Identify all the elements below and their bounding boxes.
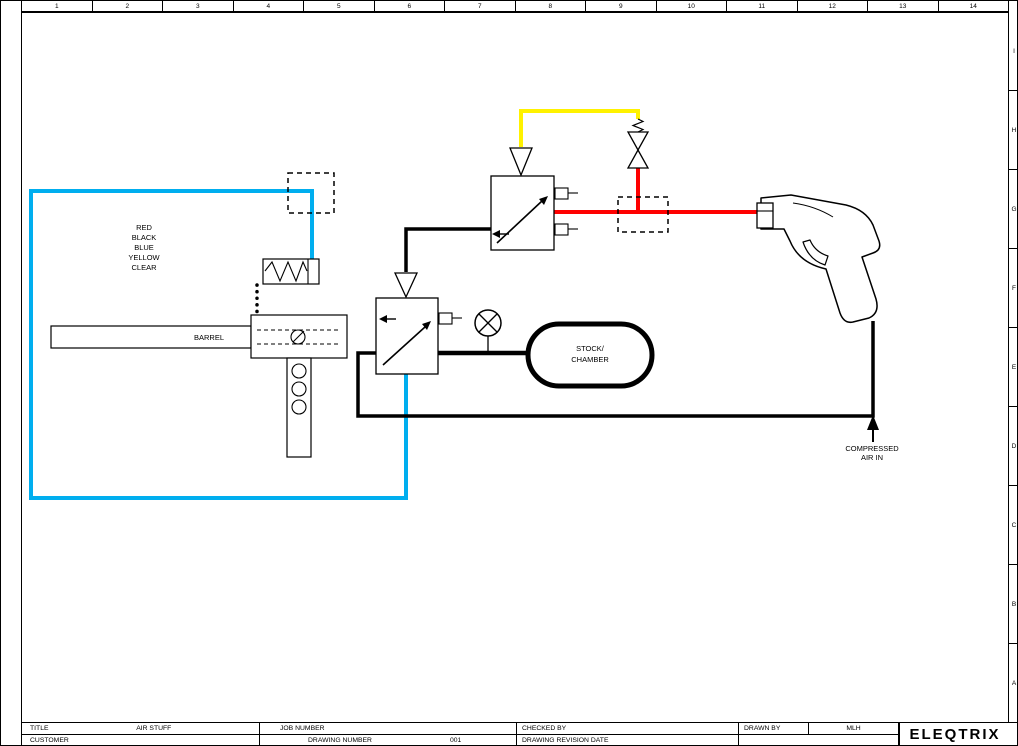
job-number-label: JOB NUMBER <box>280 725 325 732</box>
title-block-row-2: CUSTOMER DRAWING NUMBER 001 DRAWING REVI… <box>22 734 899 745</box>
title-block: TITLE AIR STUFF JOB NUMBER CHECKED BY DR… <box>21 723 1010 745</box>
drawing-number-value: 001 <box>450 736 462 744</box>
revision-date-label: DRAWING REVISION DATE <box>522 736 609 744</box>
grid-ruler-right: I H G F E D C B A <box>1009 12 1017 723</box>
grid-row-label: E <box>1009 328 1017 407</box>
grid-row-label: B <box>1009 565 1017 644</box>
grid-col-label: 11 <box>727 1 798 11</box>
grid-row-label: A <box>1009 644 1017 723</box>
grid-col-label: 13 <box>868 1 939 11</box>
grid-row-label: H <box>1009 91 1017 170</box>
grid-col-label: 6 <box>375 1 445 11</box>
job-number-cell: JOB NUMBER <box>260 723 517 734</box>
grid-col-label: 4 <box>234 1 304 11</box>
drawing-number-label: DRAWING NUMBER <box>308 736 372 744</box>
title-value: AIR STUFF <box>136 725 172 732</box>
drawn-by-value: MLH <box>846 725 861 732</box>
drawn-by-value-cell: MLH <box>809 723 899 734</box>
grid-col-label: 7 <box>445 1 516 11</box>
grid-col-label: 9 <box>586 1 657 11</box>
grid-col-label: 2 <box>93 1 163 11</box>
grid-col-label: 1 <box>22 1 93 11</box>
grid-row-label: C <box>1009 486 1017 565</box>
drawing-border <box>21 12 1009 723</box>
drawn-by-cell: DRAWN BY <box>739 723 809 734</box>
drawn-by-label: DRAWN BY <box>744 725 781 732</box>
checked-by-label: CHECKED BY <box>522 725 567 732</box>
title-label: TITLE <box>30 725 49 732</box>
grid-col-label: 12 <box>798 1 868 11</box>
grid-col-label: 5 <box>304 1 375 11</box>
grid-col-label: 14 <box>939 1 1009 11</box>
empty-cell <box>739 735 899 745</box>
grid-row-label: I <box>1009 12 1017 91</box>
title-block-row-1: TITLE AIR STUFF JOB NUMBER CHECKED BY DR… <box>22 723 899 734</box>
company-logo: ELEQTRIX <box>899 723 1010 745</box>
drawing-number-cell: DRAWING NUMBER 001 <box>260 735 517 745</box>
grid-row-label: F <box>1009 249 1017 328</box>
grid-ruler-top: 1 2 3 4 5 6 7 8 9 10 11 12 13 14 <box>21 1 1009 12</box>
grid-col-label: 8 <box>516 1 586 11</box>
revision-date-cell: DRAWING REVISION DATE <box>517 735 739 745</box>
customer-cell: CUSTOMER <box>22 735 260 745</box>
grid-col-label: 10 <box>657 1 727 11</box>
title-cell: TITLE AIR STUFF <box>22 723 260 734</box>
checked-by-cell: CHECKED BY <box>517 723 739 734</box>
grid-row-label: G <box>1009 170 1017 249</box>
grid-col-label: 3 <box>163 1 234 11</box>
customer-label: CUSTOMER <box>30 736 69 744</box>
grid-row-label: D <box>1009 407 1017 486</box>
